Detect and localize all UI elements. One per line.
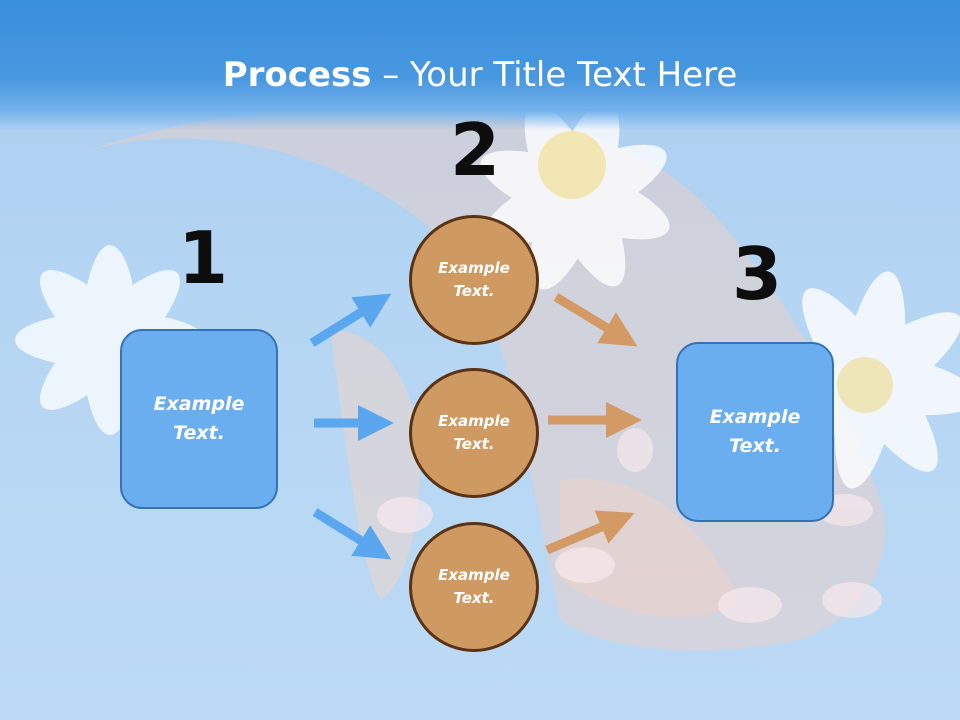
circle-1-text: Example Text. bbox=[438, 259, 510, 300]
step-number-1: 1 bbox=[178, 216, 229, 300]
left-box: Example Text. bbox=[120, 329, 278, 509]
arrow-from-circle-1 bbox=[553, 293, 638, 347]
circle-3: Example Text. bbox=[409, 522, 539, 652]
circle-2: Example Text. bbox=[409, 368, 539, 498]
arrow-from-circle-3 bbox=[545, 510, 635, 555]
header-band bbox=[0, 0, 960, 130]
left-box-text: Example Text. bbox=[153, 393, 245, 444]
step-number-2: 2 bbox=[450, 108, 501, 192]
title-bold: Process bbox=[222, 55, 372, 95]
step-number-3: 3 bbox=[732, 232, 783, 316]
circle-2-text: Example Text. bbox=[438, 412, 510, 453]
right-box: Example Text. bbox=[676, 342, 834, 522]
circle-1: Example Text. bbox=[409, 215, 539, 345]
arrow-to-circle-3 bbox=[312, 508, 392, 560]
slide-title: Process – Your Title Text Here bbox=[0, 52, 960, 98]
arrow-to-circle-1 bbox=[309, 293, 392, 347]
title-rest: – Your Title Text Here bbox=[371, 55, 738, 95]
circle-3-text: Example Text. bbox=[438, 566, 510, 607]
right-box-text: Example Text. bbox=[709, 406, 801, 457]
